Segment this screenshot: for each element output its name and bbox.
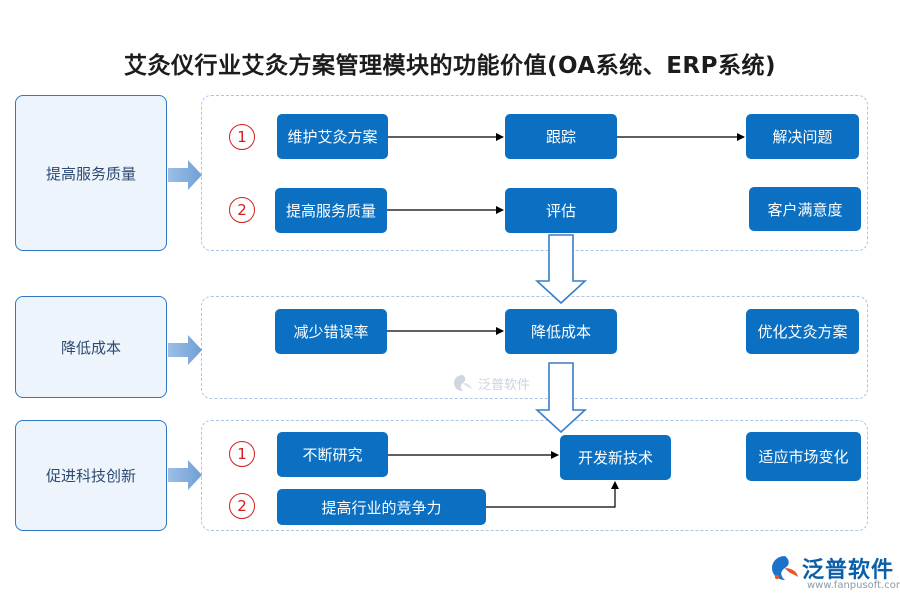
category-improve-service: 提高服务质量 xyxy=(15,95,167,251)
brand-text: 泛普软件 xyxy=(802,558,895,583)
box-competitiveness: 提高行业的竞争力 xyxy=(277,489,486,525)
category-tech-innovation: 促进科技创新 xyxy=(15,420,167,531)
step-number-2: 2 xyxy=(229,197,255,223)
step-number-2b: 2 xyxy=(229,493,255,519)
box-solve-problem: 解决问题 xyxy=(746,114,859,159)
box-evaluate: 评估 xyxy=(505,188,617,233)
down-arrow-1 xyxy=(534,234,588,305)
right-arrow-1 xyxy=(168,160,202,190)
box-research: 不断研究 xyxy=(277,432,388,477)
diagram-title: 艾灸仪行业艾灸方案管理模块的功能价值(OA系统、ERP系统) xyxy=(123,53,777,79)
down-arrow-2 xyxy=(534,362,588,434)
box-optimize-plan: 优化艾灸方案 xyxy=(746,309,859,354)
step-number-1: 1 xyxy=(229,124,255,150)
watermark-center-text: 泛普软件 xyxy=(478,377,531,393)
right-arrow-3 xyxy=(168,460,202,490)
box-reduce-cost: 降低成本 xyxy=(505,309,617,354)
panel-service xyxy=(201,95,868,251)
box-reduce-errors: 减少错误率 xyxy=(275,309,387,354)
box-customer-satisfaction: 客户满意度 xyxy=(749,187,861,231)
category-reduce-cost: 降低成本 xyxy=(15,296,167,398)
brand-logo-icon xyxy=(772,556,798,580)
box-adapt-market: 适应市场变化 xyxy=(746,432,861,481)
right-arrow-2 xyxy=(168,335,202,365)
brand-url: www.fanpusoft.com xyxy=(807,580,900,591)
box-develop-tech: 开发新技术 xyxy=(560,435,671,480)
panel-cost xyxy=(201,296,868,399)
brand-logo: 泛普软件 xyxy=(768,552,894,584)
watermark-logo-icon xyxy=(454,375,472,391)
box-improve-service: 提高服务质量 xyxy=(275,188,387,233)
step-number-1b: 1 xyxy=(229,441,255,467)
watermark-center: 泛普软件 xyxy=(452,373,530,393)
box-maintain-plan: 维护艾灸方案 xyxy=(277,114,388,159)
box-track: 跟踪 xyxy=(505,114,617,159)
